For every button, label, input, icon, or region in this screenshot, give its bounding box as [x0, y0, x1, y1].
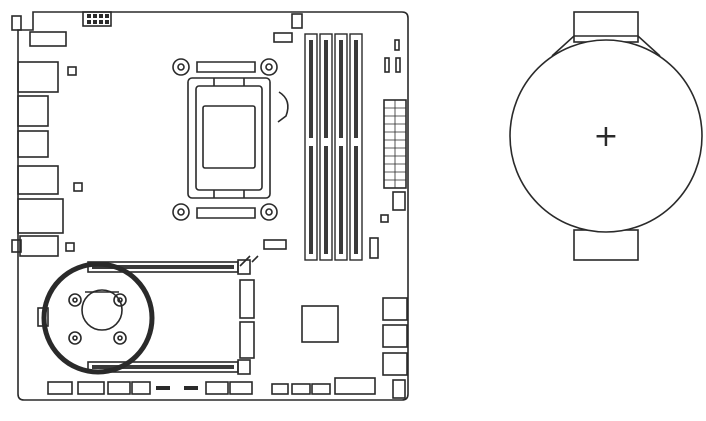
fan-header-top-2 [273, 32, 293, 43]
chipset [301, 305, 339, 343]
cpu-socket [172, 58, 289, 221]
battery-holder-clip [551, 35, 661, 57]
board-outline [17, 11, 409, 401]
m2-slots [239, 239, 287, 359]
battery-highlight-ring [41, 261, 155, 375]
fan-header-top [291, 13, 303, 29]
right-connectors [369, 39, 408, 399]
battery-cell [509, 39, 703, 233]
motherboard [11, 11, 409, 401]
battery-positive-symbol: + [593, 119, 618, 154]
battery-holder-top-tab [573, 11, 639, 43]
cpu-power-header [82, 11, 112, 27]
battery-holder-bottom-tab [573, 229, 639, 261]
pcie-slots [87, 259, 251, 375]
bottom-headers [47, 377, 376, 395]
ram-slots [304, 33, 363, 261]
battery-closeup: + [509, 11, 703, 261]
board-battery-area [37, 289, 127, 345]
rear-io-panel [11, 15, 83, 257]
top-headers [82, 11, 303, 43]
